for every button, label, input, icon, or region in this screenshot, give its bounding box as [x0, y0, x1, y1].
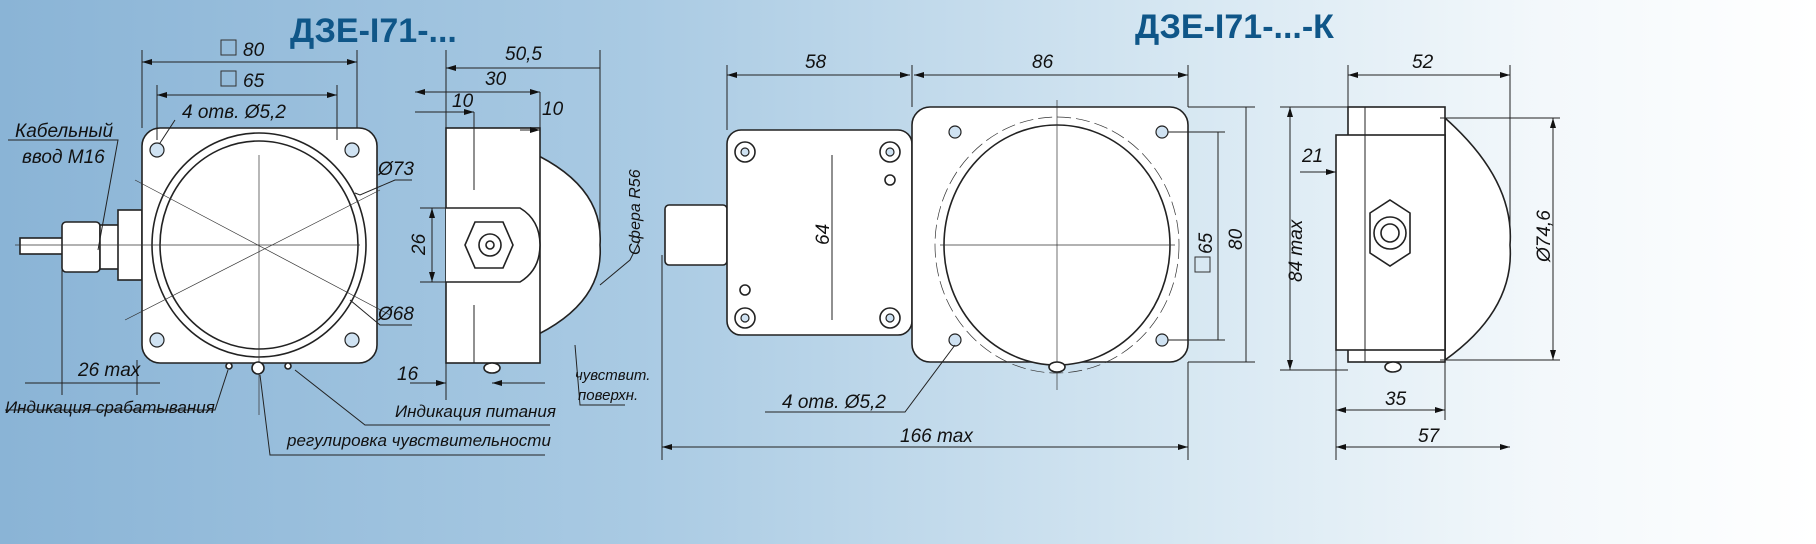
- sphere-label: Сфера R56: [627, 169, 644, 255]
- sensor-k-side-view: [1280, 65, 1560, 460]
- sensing-surface-label-2: поверхн.: [578, 387, 638, 404]
- dim-65-k: 65: [1196, 232, 1217, 254]
- dim-d73: Ø73: [377, 159, 414, 180]
- sensor-k-front-view: [661, 65, 1255, 460]
- dim-10a: 10: [452, 91, 474, 112]
- holes-label: 4 отв. Ø5,2: [182, 102, 286, 123]
- holes-label-k: 4 отв. Ø5,2: [782, 392, 886, 413]
- title-right: ДЗЕ-I71-...-К: [1135, 8, 1334, 46]
- sensor-front-view: [5, 50, 550, 456]
- dim-26max: 26 max: [77, 360, 142, 381]
- dim-35: 35: [1385, 389, 1407, 410]
- trigger-indicator-label: Индикация срабатывания: [5, 398, 215, 417]
- dim-84max: 84 max: [1286, 218, 1307, 282]
- square-symbol: [220, 70, 237, 87]
- cable-entry-label: Кабельный: [15, 121, 114, 142]
- dim-80: 80: [243, 40, 265, 61]
- dim-26: 26: [409, 233, 430, 256]
- dim-10b: 10: [542, 99, 564, 120]
- dim-64: 64: [813, 224, 834, 245]
- power-indicator-label: Индикация питания: [395, 402, 556, 421]
- dim-16: 16: [397, 364, 419, 385]
- dim-57: 57: [1418, 426, 1441, 447]
- dim-50-5: 50,5: [505, 44, 542, 65]
- dim-d74-6: Ø74,6: [1534, 210, 1555, 263]
- title-left: ДЗЕ-I71-...: [290, 12, 457, 50]
- dim-30: 30: [485, 69, 507, 90]
- cable-entry-label-2: ввод М16: [22, 147, 105, 168]
- square-symbol: [220, 39, 237, 56]
- dim-80-k: 80: [1226, 228, 1247, 250]
- sensor-side-view: [410, 50, 641, 406]
- sensing-surface-label: чувствит.: [575, 367, 650, 384]
- dim-21: 21: [1301, 146, 1323, 167]
- dim-166max: 166 max: [900, 426, 974, 447]
- sensitivity-adjust-label: регулировка чувствительности: [286, 431, 551, 450]
- dim-65: 65: [243, 71, 265, 92]
- dim-d68: Ø68: [377, 304, 414, 325]
- dim-58: 58: [805, 52, 827, 73]
- dim-86: 86: [1032, 52, 1054, 73]
- dim-52: 52: [1412, 52, 1434, 73]
- square-symbol: [1194, 256, 1211, 273]
